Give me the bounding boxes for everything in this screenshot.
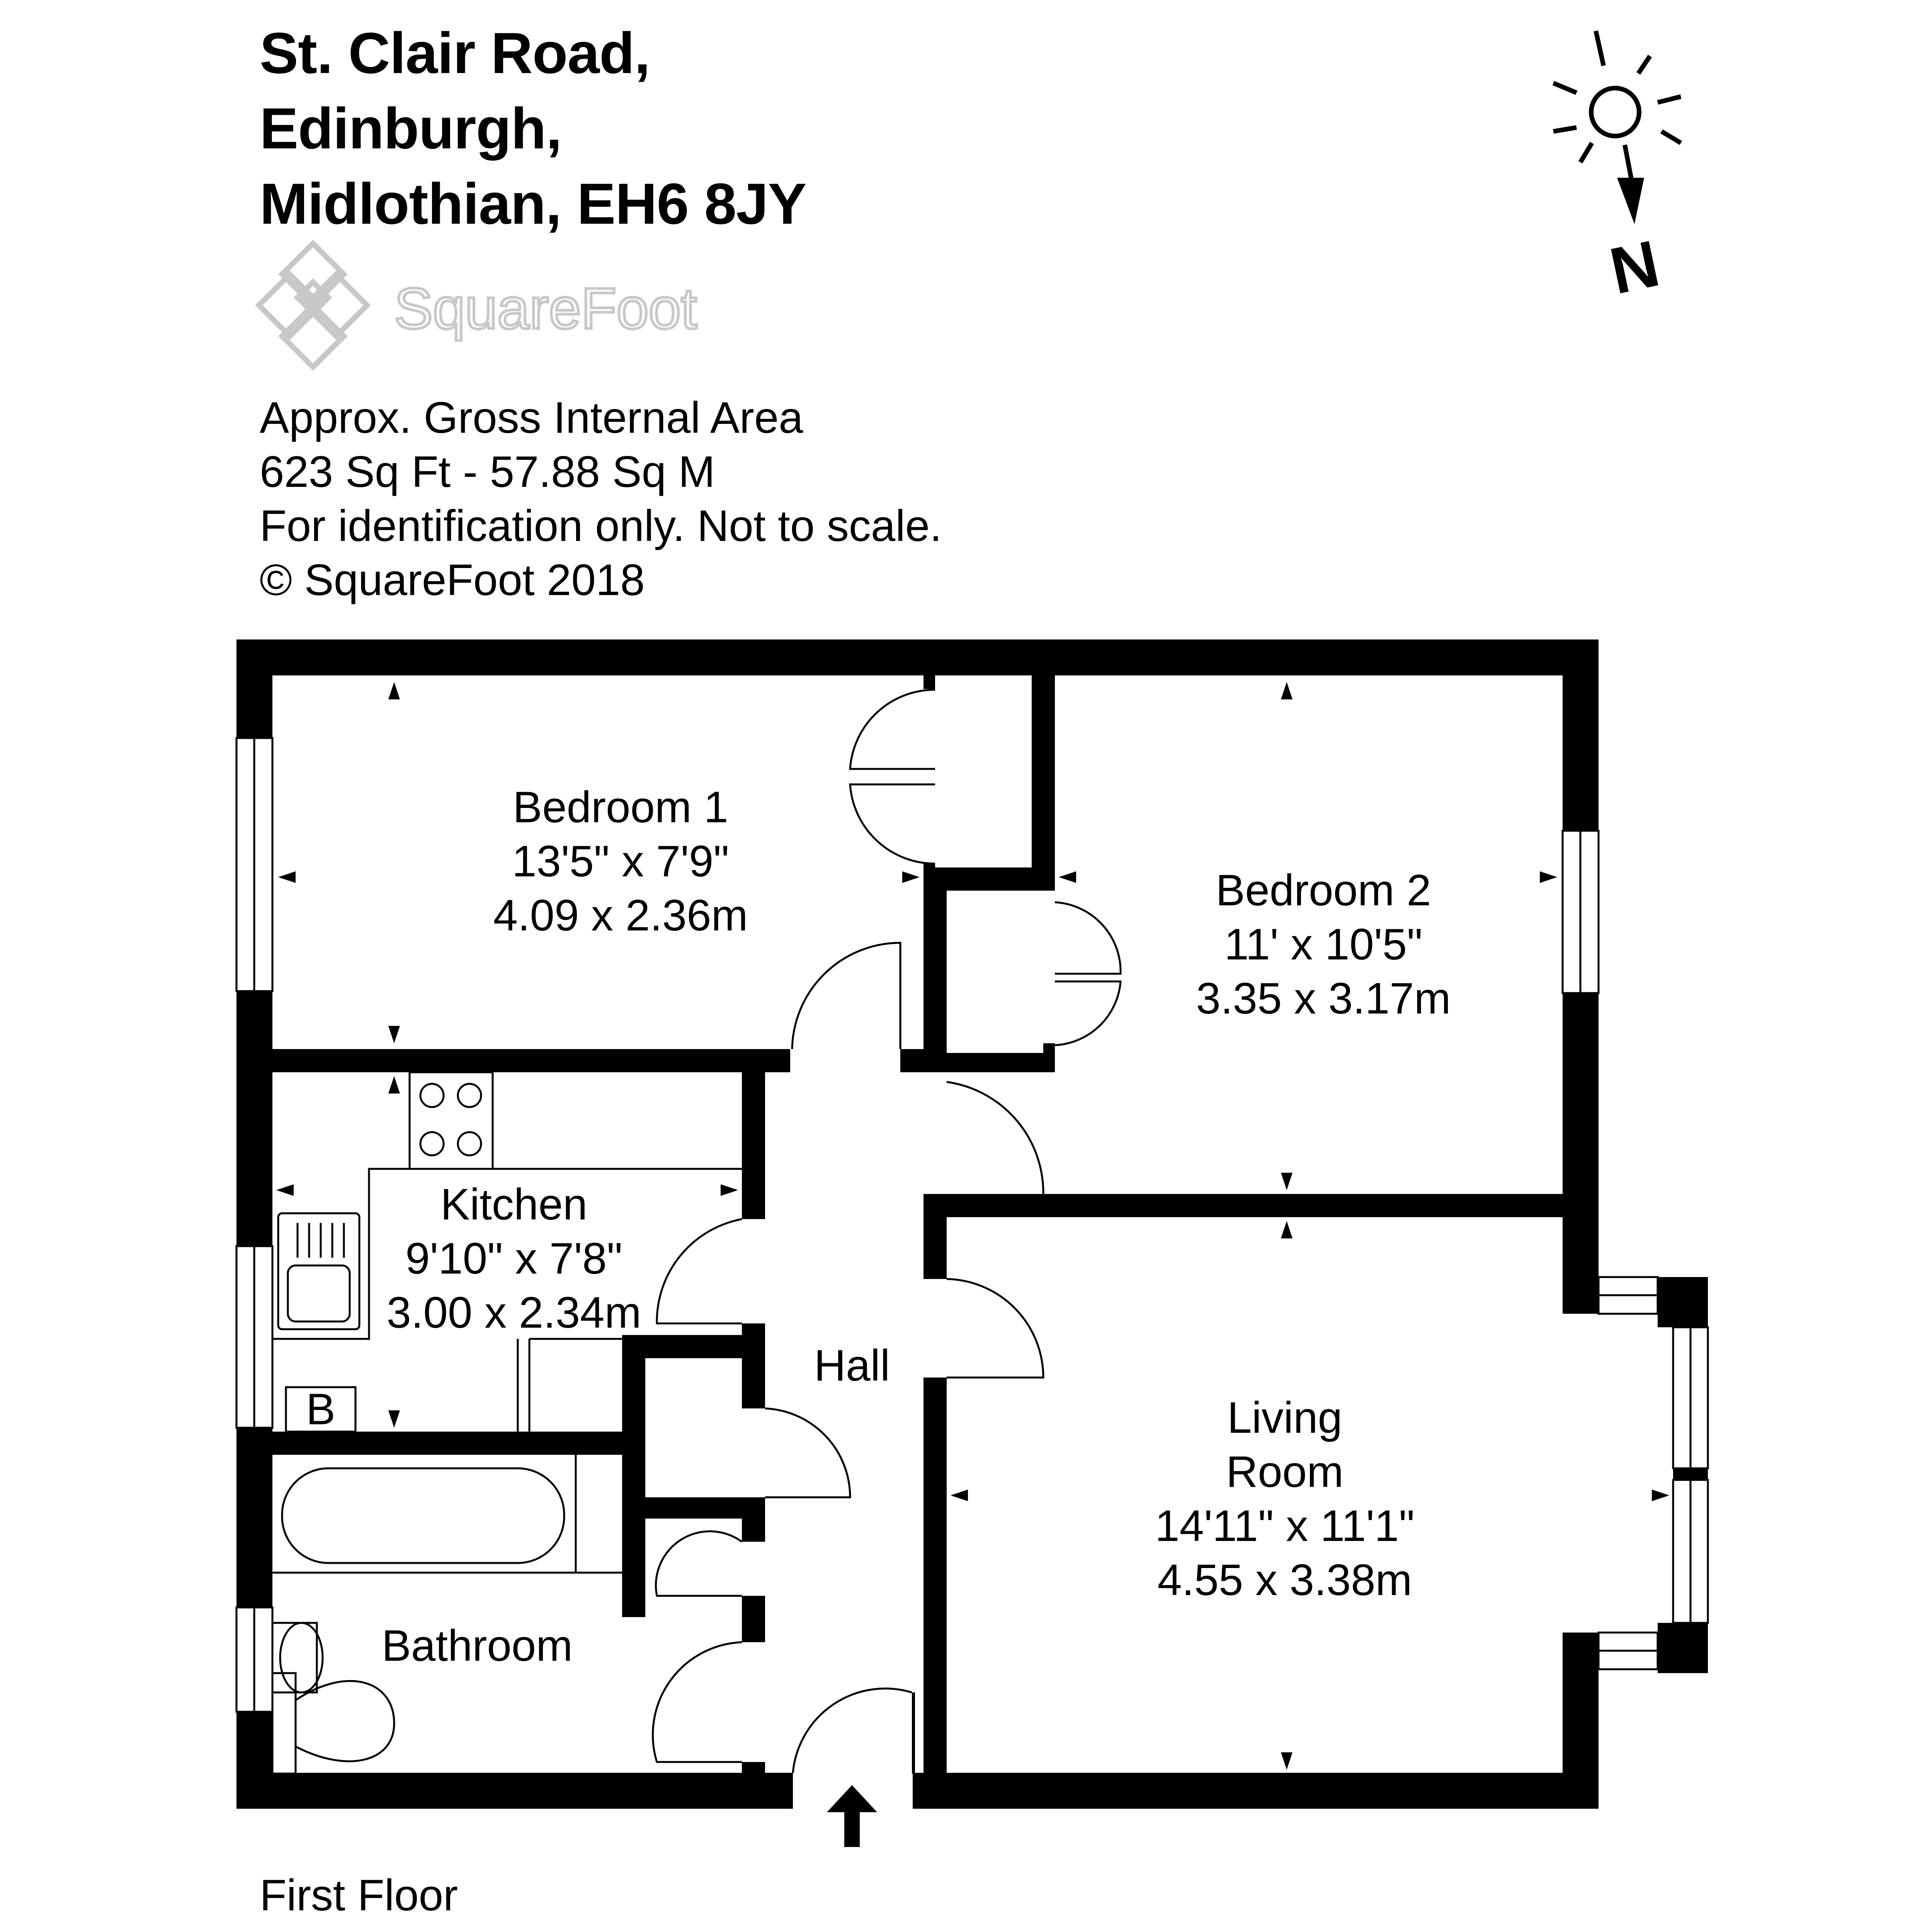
room-imperial: 9'10" x 7'8": [405, 1234, 622, 1283]
wall-bathroom-door-stub: [742, 1762, 765, 1777]
wall-kitchen-bathroom: [272, 1432, 622, 1455]
squarefoot-logo-text: SquareFoot: [394, 276, 697, 341]
bay-wall-4: [1658, 1623, 1708, 1673]
room-metric: 4.55 x 3.38m: [1157, 1556, 1412, 1605]
sun-circle: [1589, 86, 1641, 138]
wardrobe-door-1b: [849, 783, 935, 865]
wall-left-1: [236, 639, 272, 738]
room-metric: 3.00 x 2.34m: [386, 1288, 641, 1337]
wall-bed1-wardrobe-a: [923, 675, 935, 689]
room-name-line-2: Room: [1226, 1447, 1344, 1497]
room-name-line-1: Living: [1227, 1393, 1342, 1442]
boiler-letter: B: [306, 1385, 336, 1434]
doors: [652, 689, 1122, 1773]
door-living-room: [946, 1278, 1044, 1379]
bay-wall-3: [1673, 1468, 1708, 1480]
wall-bottom-left: [236, 1773, 793, 1809]
bay-wall-1: [1563, 1277, 1599, 1314]
disclaimer-text: For identification only. Not to scale.: [260, 502, 942, 551]
wall-left-2: [236, 991, 272, 1246]
boiler-label: B: [306, 1383, 335, 1437]
wall-top: [236, 639, 1599, 675]
wall-cupboard-right: [742, 1335, 765, 1408]
wall-bottom-right: [913, 1773, 1599, 1809]
door-bathroom: [652, 1641, 742, 1763]
wall-left-3: [236, 1428, 272, 1607]
wardrobe-door-1a: [849, 689, 935, 770]
room-name: Bathroom: [381, 1621, 573, 1670]
room-label-bathroom: Bathroom: [382, 1619, 573, 1673]
room-name: Bedroom 1: [513, 783, 728, 832]
wall-cupboard-left: [622, 1335, 645, 1617]
wall-right-2: [1563, 993, 1599, 1314]
wall-bed1-kitchen: [272, 1049, 790, 1072]
area-info-line-2: 623 Sq Ft - 57.88 Sq M: [260, 447, 715, 497]
door-entrance: [792, 1687, 912, 1773]
address-line-1: St. Clair Road,: [260, 20, 650, 85]
wall-right-1: [1563, 639, 1599, 831]
north-arrow-icon: [1617, 178, 1644, 224]
room-imperial: 13'5" x 7'9": [512, 837, 729, 886]
address-header: St. Clair Road, Edinburgh, Midlothian, E…: [260, 15, 807, 242]
door-bedroom1: [791, 942, 901, 1049]
bathroom-fittings: [271, 1455, 622, 1775]
wall-living-left-1: [923, 1217, 947, 1279]
room-imperial: 11' x 10'5": [1224, 920, 1423, 969]
toilet-icon: [295, 1680, 395, 1762]
address-line-3: Midlothian, EH6 8JY: [260, 171, 807, 236]
room-label-hall: Hall: [814, 1339, 890, 1393]
door-cupboard-1: [765, 1407, 851, 1498]
wall-bed2-living: [923, 1194, 1580, 1217]
dimension-arrows: [276, 682, 1669, 1770]
door-bedroom2: [946, 1081, 1044, 1194]
entrance-arrow-icon: [827, 1785, 877, 1847]
area-info: Approx. Gross Internal Area 623 Sq Ft - …: [260, 391, 942, 607]
bath-icon: [281, 1467, 565, 1564]
wall-entrance-stub: [912, 1692, 915, 1774]
room-label-bedroom1: Bedroom 1 13'5" x 7'9" 4.09 x 2.36m: [493, 781, 748, 943]
room-metric: 3.35 x 3.17m: [1196, 974, 1451, 1023]
room-name: Bedroom 2: [1216, 866, 1431, 915]
wardrobe-door-2b: [1054, 980, 1122, 1046]
wall-kitchen-right: [742, 1068, 765, 1219]
room-name: Kitchen: [440, 1180, 588, 1229]
wall-living-left-2: [923, 1378, 947, 1809]
room-metric: 4.09 x 2.36m: [493, 891, 748, 940]
room-label-living-room: Living Room 14'11" x 11'1" 4.55 x 3.38m: [1155, 1391, 1415, 1607]
wall-cupboard-mid: [645, 1497, 765, 1519]
wall-bed2-left: [1032, 675, 1055, 869]
room-label-kitchen: Kitchen 9'10" x 7'8" 3.00 x 2.34m: [386, 1178, 641, 1340]
hob-icon: [408, 1071, 494, 1170]
wall-wardrobe-bottom: [923, 1053, 1055, 1072]
area-info-line-1: Approx. Gross Internal Area: [260, 393, 803, 442]
walls: [236, 639, 1708, 1809]
windows: [235, 737, 1709, 1713]
wall-cupboard-2-right-b: [742, 1596, 765, 1642]
sun-north-compass-icon: N: [1552, 30, 1682, 298]
boiler-box: [285, 1386, 357, 1433]
wall-cupboard-2-right-a: [742, 1519, 765, 1542]
room-name: Hall: [814, 1341, 890, 1390]
sink-icon: [277, 1212, 361, 1330]
squarefoot-logo-icon: [255, 240, 371, 371]
bay-wall-2: [1658, 1277, 1708, 1327]
sink-drainer-lines: [296, 1223, 345, 1258]
floor-label: First Floor: [260, 1871, 458, 1920]
wardrobe-door-2a: [1054, 901, 1122, 975]
kitchen-fittings: [272, 1071, 742, 1433]
wall-wardrobe-left: [923, 867, 947, 1072]
door-kitchen: [656, 1218, 742, 1325]
copyright-text: © SquareFoot 2018: [260, 556, 645, 605]
address-line-2: Edinburgh,: [260, 96, 562, 161]
room-imperial: 14'11" x 11'1": [1155, 1502, 1415, 1551]
door-cupboard-2: [655, 1530, 743, 1597]
wall-wardrobe-stub: [1043, 1043, 1055, 1072]
room-label-bedroom2: Bedroom 2 11' x 10'5" 3.35 x 3.17m: [1196, 864, 1451, 1026]
squarefoot-logo: SquareFoot: [255, 240, 698, 371]
